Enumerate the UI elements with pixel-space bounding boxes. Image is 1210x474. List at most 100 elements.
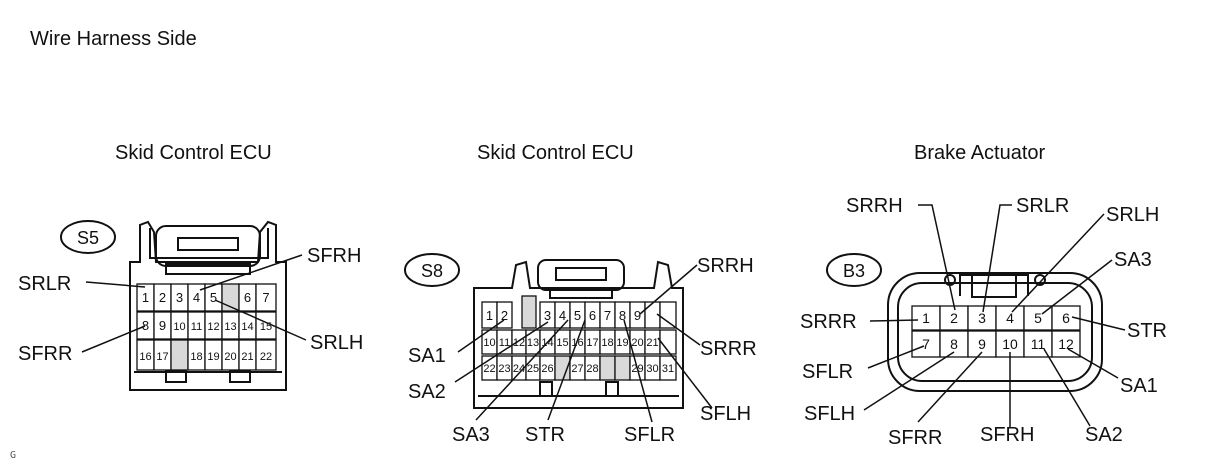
s8-pin-number: 4: [559, 308, 566, 323]
b3-leader-sfrr: [917, 351, 983, 423]
s8-pin-number: 23: [498, 363, 510, 375]
b3-leader-sa3: [1041, 259, 1113, 315]
connector-title-s8: Skid Control ECU: [477, 142, 634, 164]
s5-pin-number: 16: [139, 351, 151, 363]
s8-pin-cell: [659, 355, 677, 381]
b3-signal-label: SA3: [1114, 249, 1152, 271]
s5-pin-blank: [170, 339, 189, 371]
b3-pin-cell: [967, 305, 997, 331]
s8-pin-number: 22: [483, 363, 495, 375]
s5-lock-bar: [165, 263, 251, 275]
s8-leader-sa3: [475, 319, 569, 421]
connector-tag-s5: S5: [77, 228, 99, 248]
b3-signal-label: SRRR: [800, 311, 857, 333]
s8-key-right: [605, 381, 619, 397]
s5-signal-label: SFRR: [18, 343, 72, 365]
b3-pin-number: 6: [1062, 310, 1070, 326]
b3-alignment-mark: [1034, 274, 1046, 286]
s5-latch-tab: [177, 237, 239, 251]
connector-s8: S8: [404, 253, 757, 446]
s8-pin-number: 18: [601, 337, 613, 349]
s5-pin-number: 13: [224, 321, 236, 333]
s5-signal-label: SFRH: [307, 245, 361, 267]
s8-pin-blank: [614, 355, 631, 381]
s8-leader-sa2: [454, 321, 549, 383]
s8-signal-label: STR: [525, 424, 565, 446]
s8-pin-cell: [659, 329, 677, 355]
b3-pin-cell: [995, 305, 1025, 331]
s5-pin-number: 14: [241, 321, 253, 333]
b3-leader-sflh: [863, 351, 955, 411]
b3-signal-label: SRLR: [1016, 195, 1069, 217]
s8-pin-number: 10: [483, 337, 495, 349]
s5-pin-number: 3: [176, 290, 183, 305]
s5-pin-number: 5: [210, 290, 217, 305]
b3-leader-srrh: [918, 204, 956, 311]
s8-pin-number: 17: [586, 337, 598, 349]
s5-pin-number: 8: [142, 318, 149, 333]
b3-pin-number: 5: [1034, 310, 1042, 326]
s5-signal-label: SRLR: [18, 273, 71, 295]
b3-pin-number: 7: [922, 336, 930, 352]
b3-pin-number: 10: [1002, 336, 1018, 352]
s8-leader-sflh: [657, 337, 713, 409]
s8-pin-number: 15: [556, 337, 568, 349]
s8-signal-label: SA2: [408, 381, 446, 403]
b3-pin-number: 1: [922, 310, 930, 326]
b3-pin-number: 3: [978, 310, 986, 326]
b3-pin-number: 8: [950, 336, 958, 352]
s5-pin-cell: [255, 311, 277, 340]
s8-pin-number: 25: [527, 363, 539, 375]
s8-pin-number: 2: [501, 308, 508, 323]
s5-latch: [155, 225, 261, 267]
s5-pin-number: 17: [156, 351, 168, 363]
s8-signal-label: SRRR: [700, 338, 757, 360]
s8-pin-number: 13: [527, 337, 539, 349]
s8-pin-number: 9: [634, 308, 641, 323]
b3-housing-inner: [897, 282, 1093, 382]
s8-signal-label: SFLH: [700, 403, 751, 425]
s8-pin-number: 12: [513, 337, 525, 349]
b3-signal-label: SFLR: [802, 361, 853, 383]
s8-pin-number: 24: [513, 363, 525, 375]
s8-pin-number: 5: [574, 308, 581, 323]
s5-pin-number: 9: [159, 318, 166, 333]
s5-pin-number: 22: [260, 351, 272, 363]
s8-pin-number: 21: [646, 337, 658, 349]
s5-leader-sfrr: [81, 325, 146, 353]
s8-pin-blank: [599, 355, 616, 381]
s8-pin-number: 30: [646, 363, 658, 375]
s8-leader-sflr: [623, 319, 653, 423]
s8-pin-number: 8: [619, 308, 626, 323]
b3-pin-number: 4: [1006, 310, 1014, 326]
b3-pin-number: 9: [978, 336, 986, 352]
s8-latch: [537, 259, 625, 291]
b3-leader-sa2: [1043, 348, 1091, 427]
b3-pin-number: 12: [1058, 336, 1074, 352]
s5-leader-sfrh: [199, 254, 303, 291]
s8-pin-number: 26: [541, 363, 553, 375]
s8-pin-number: 3: [544, 308, 551, 323]
b3-pin-number: 11: [1031, 336, 1046, 352]
s8-pin-number: 6: [589, 308, 596, 323]
s8-pin-number: 19: [616, 337, 628, 349]
connector-b3: B3 1 2 3 4 5 6 7 8 9 10 11 12: [800, 195, 1167, 449]
s5-pin-number: 19: [207, 351, 219, 363]
s5-pin-number: 10: [173, 321, 185, 333]
b3-signal-label: SA1: [1120, 375, 1158, 397]
s8-housing: [473, 260, 684, 409]
b3-signal-label: SFRR: [888, 427, 942, 449]
s8-pin-number: 1: [486, 308, 493, 323]
s8-latch-tab: [555, 267, 607, 281]
s8-key-left: [539, 381, 553, 397]
b3-pin-cell: [911, 330, 941, 358]
b3-leader-sa1: [1067, 348, 1119, 379]
b3-signal-label: SRLH: [1106, 204, 1159, 226]
connector-title-s5: Skid Control ECU: [115, 142, 272, 164]
s5-pin-number: 21: [241, 351, 253, 363]
connector-tag-s5-outline: [60, 220, 116, 254]
b3-leader-str: [1071, 316, 1126, 331]
s5-pin-number: 4: [193, 290, 200, 305]
s8-pin-number: 7: [604, 308, 611, 323]
